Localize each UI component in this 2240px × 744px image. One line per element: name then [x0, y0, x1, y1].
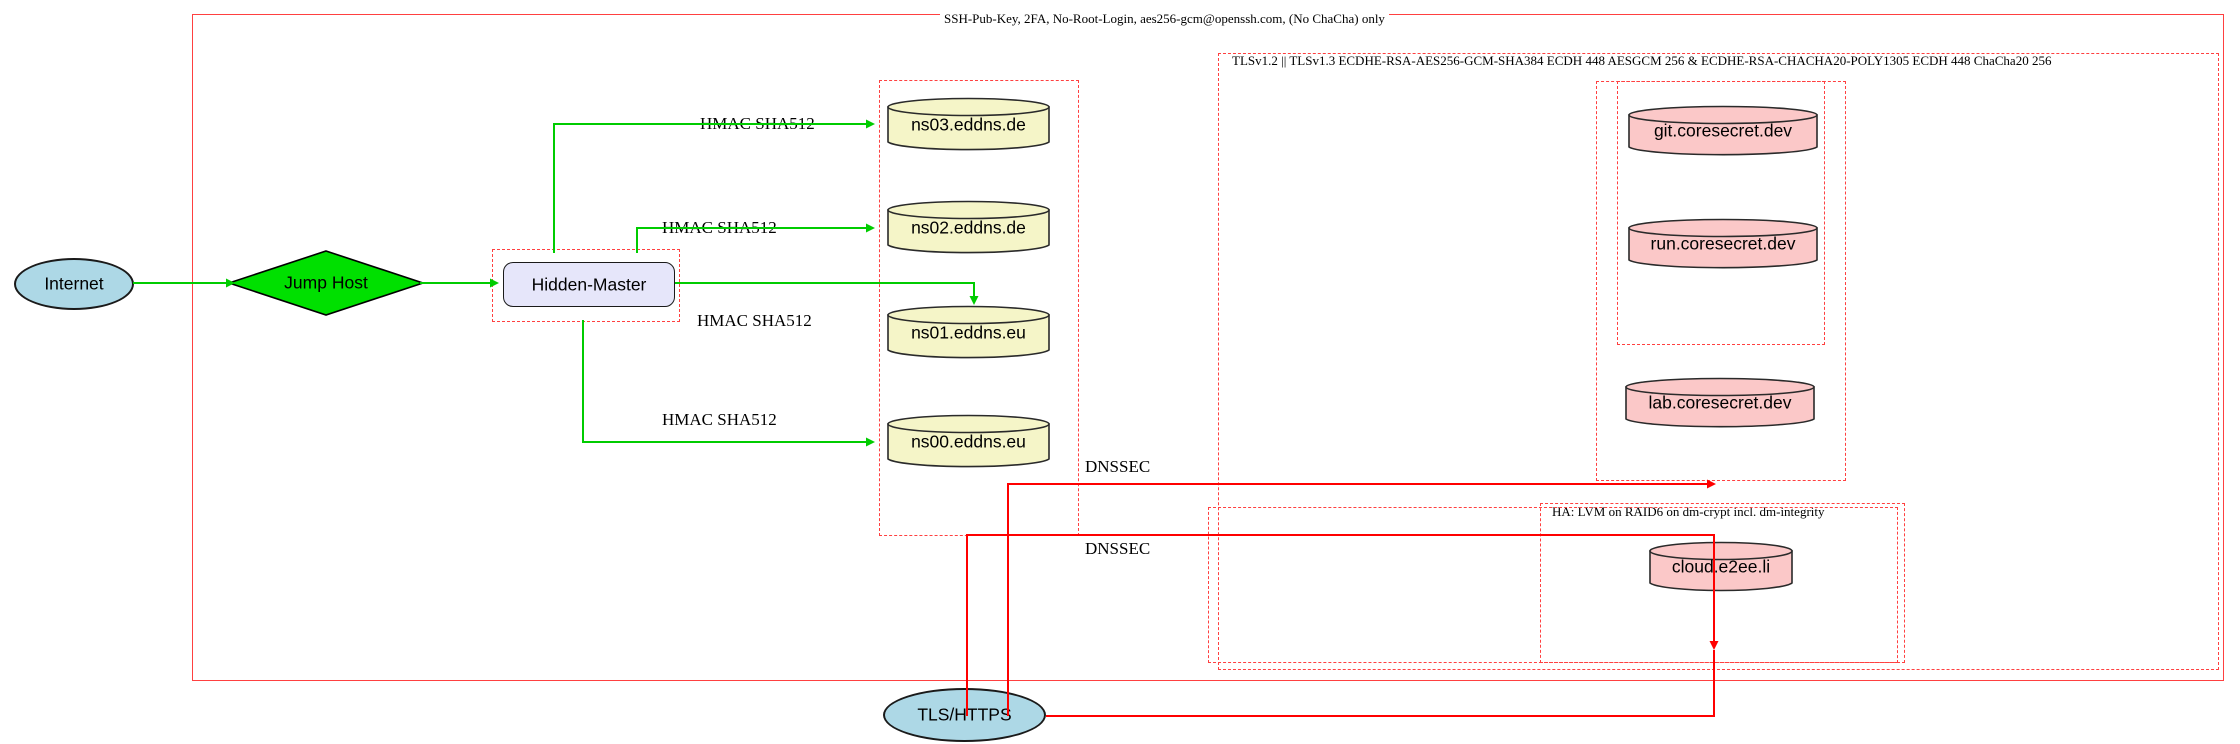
node-ns03-label: ns03.eddns.de — [911, 114, 1026, 134]
node-tls-https[interactable]: TLS/HTTPS — [883, 688, 1046, 742]
edge-label-hmac-ns01: HMAC SHA512 — [697, 311, 812, 330]
node-hidden-master-label: Hidden-Master — [531, 274, 647, 294]
edge-label-hmac-ns02: HMAC SHA512 — [662, 218, 777, 237]
node-ns02-label: ns02.eddns.de — [911, 217, 1026, 237]
node-ns01[interactable]: ns01.eddns.eu — [886, 305, 1051, 360]
edge-label-dnssec-upper: DNSSEC — [1085, 457, 1151, 476]
node-ns03[interactable]: ns03.eddns.de — [886, 97, 1051, 152]
node-hidden-master[interactable]: Hidden-Master — [503, 262, 675, 307]
node-cloud-e2ee-label: cloud.e2ee.li — [1671, 556, 1771, 577]
edge-label-hmac-ns00: HMAC SHA512 — [662, 410, 777, 429]
cluster-ssh-label: SSH-Pub-Key, 2FA, No-Root-Login, aes256-… — [940, 12, 1389, 26]
edge-label-dnssec-lower: DNSSEC — [1085, 539, 1151, 558]
node-tls-https-label: TLS/HTTPS — [917, 704, 1012, 725]
node-lab-coresecret[interactable]: lab.coresecret.dev — [1624, 377, 1816, 429]
node-jump-host-label: Jump Host — [284, 272, 368, 293]
cluster-coresecret-inner-box — [1617, 81, 1825, 345]
cluster-cloud-box — [1208, 507, 1898, 663]
cluster-tls-label: TLSv1.2 || TLSv1.3 ECDHE-RSA-AES256-GCM-… — [1228, 54, 2056, 68]
node-run-coresecret[interactable]: run.coresecret.dev — [1627, 218, 1819, 270]
node-internet[interactable]: Internet — [14, 258, 134, 310]
node-lab-coresecret-label: lab.coresecret.dev — [1648, 392, 1792, 413]
cluster-tls-box — [1218, 53, 2219, 670]
node-ns02[interactable]: ns02.eddns.de — [886, 200, 1051, 255]
node-cloud-e2ee[interactable]: cloud.e2ee.li — [1648, 541, 1794, 593]
node-git-coresecret[interactable]: git.coresecret.dev — [1627, 105, 1819, 157]
node-ns00-label: ns00.eddns.eu — [911, 431, 1026, 451]
node-jump-host[interactable]: Jump Host — [228, 250, 424, 316]
node-run-coresecret-label: run.coresecret.dev — [1650, 233, 1796, 254]
node-internet-label: Internet — [44, 273, 104, 294]
edge-label-hmac-ns03: HMAC SHA512 — [700, 114, 815, 133]
node-git-coresecret-label: git.coresecret.dev — [1653, 120, 1793, 141]
node-ns00[interactable]: ns00.eddns.eu — [886, 414, 1051, 469]
node-ns01-label: ns01.eddns.eu — [911, 322, 1026, 342]
